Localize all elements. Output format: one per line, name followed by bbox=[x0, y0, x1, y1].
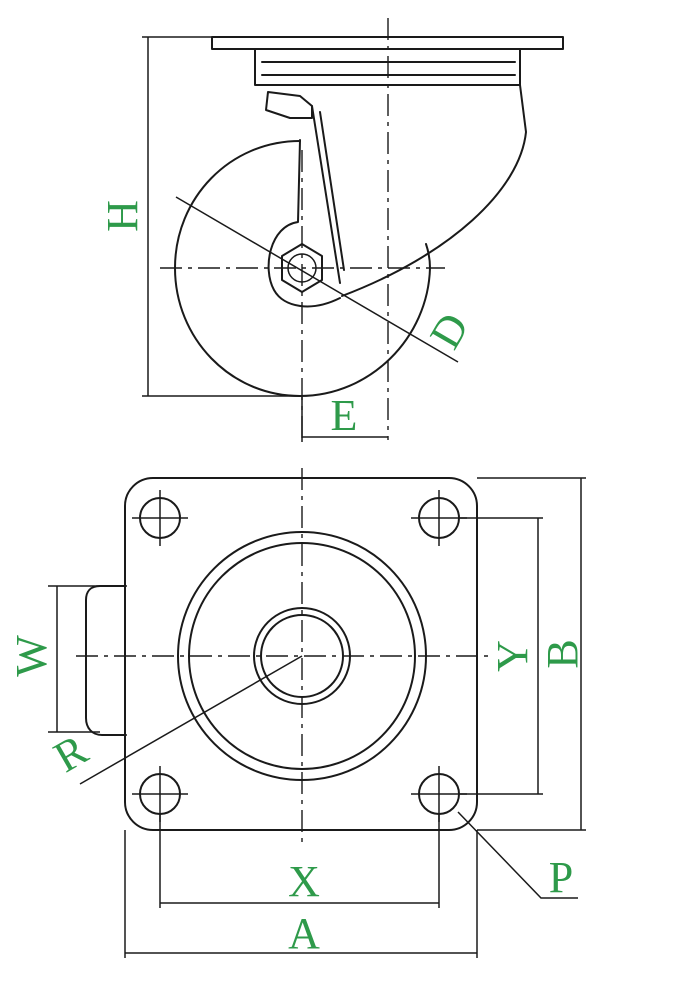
bolt-hole-top-left bbox=[132, 490, 188, 546]
brake-pedal-tab bbox=[85, 585, 127, 736]
label-a: A bbox=[288, 909, 320, 958]
label-w: W bbox=[7, 635, 56, 677]
label-e: E bbox=[331, 391, 358, 440]
top-plate bbox=[211, 36, 564, 50]
bolt-hole-top-right bbox=[411, 490, 467, 546]
fork-leg bbox=[311, 105, 345, 284]
diameter-line bbox=[175, 196, 459, 363]
label-d: D bbox=[420, 305, 478, 357]
label-r: R bbox=[46, 725, 96, 782]
side-view: H D E bbox=[98, 18, 564, 442]
label-b: B bbox=[538, 639, 587, 668]
fork-body bbox=[341, 84, 527, 297]
r-leader-line bbox=[79, 655, 303, 785]
fork-bracket bbox=[265, 91, 313, 119]
top-view: W R Y B X A P bbox=[7, 468, 587, 958]
label-x: X bbox=[288, 857, 320, 906]
mounting-plate bbox=[124, 477, 478, 831]
label-p: P bbox=[549, 853, 573, 902]
label-h: H bbox=[98, 200, 147, 232]
label-y: Y bbox=[488, 640, 537, 672]
p-leader-line bbox=[457, 811, 578, 899]
swivel-inner-ring bbox=[188, 542, 416, 770]
bolt-hole-bottom-left bbox=[132, 766, 188, 822]
axle-housing bbox=[267, 139, 341, 308]
